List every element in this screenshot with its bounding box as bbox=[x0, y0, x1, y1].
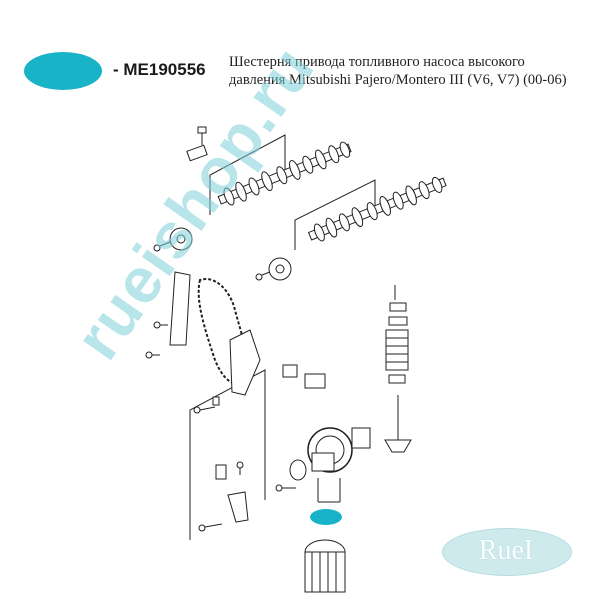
timing-chain bbox=[197, 278, 248, 385]
logo-oval bbox=[442, 528, 572, 576]
part-code: - ME190556 bbox=[113, 60, 206, 79]
upper-camshaft bbox=[217, 141, 352, 206]
description-line-2: давления Mitsubishi Pajero/Montero III (… bbox=[229, 72, 567, 88]
highlighted-part-marker bbox=[310, 509, 342, 525]
highlight-marker bbox=[24, 52, 102, 90]
part-description: Шестерня привода топливного насоса высок… bbox=[229, 53, 594, 89]
crankshaft-gear bbox=[304, 539, 346, 593]
lower-camshaft bbox=[307, 176, 447, 242]
misc-bolts bbox=[193, 396, 296, 492]
valve-assembly bbox=[384, 302, 412, 453]
header: - ME190556 Шестерня привода топливного н… bbox=[0, 0, 600, 110]
bolt-top bbox=[186, 126, 208, 162]
ruei-logo: RueI bbox=[442, 528, 572, 576]
callout-frame-left bbox=[189, 369, 266, 540]
callout-frame-lower-cam bbox=[294, 179, 376, 250]
lower-tensioner bbox=[198, 461, 249, 532]
upper-cam-sprocket bbox=[153, 227, 193, 252]
tensioner-arm bbox=[229, 329, 326, 396]
chain-guide bbox=[145, 271, 191, 359]
lower-cam-sprocket bbox=[255, 257, 292, 281]
logo-text: RueI bbox=[478, 535, 534, 566]
oil-pump-gear bbox=[289, 427, 371, 481]
description-line-1: Шестерня привода топливного насоса высок… bbox=[229, 54, 525, 70]
